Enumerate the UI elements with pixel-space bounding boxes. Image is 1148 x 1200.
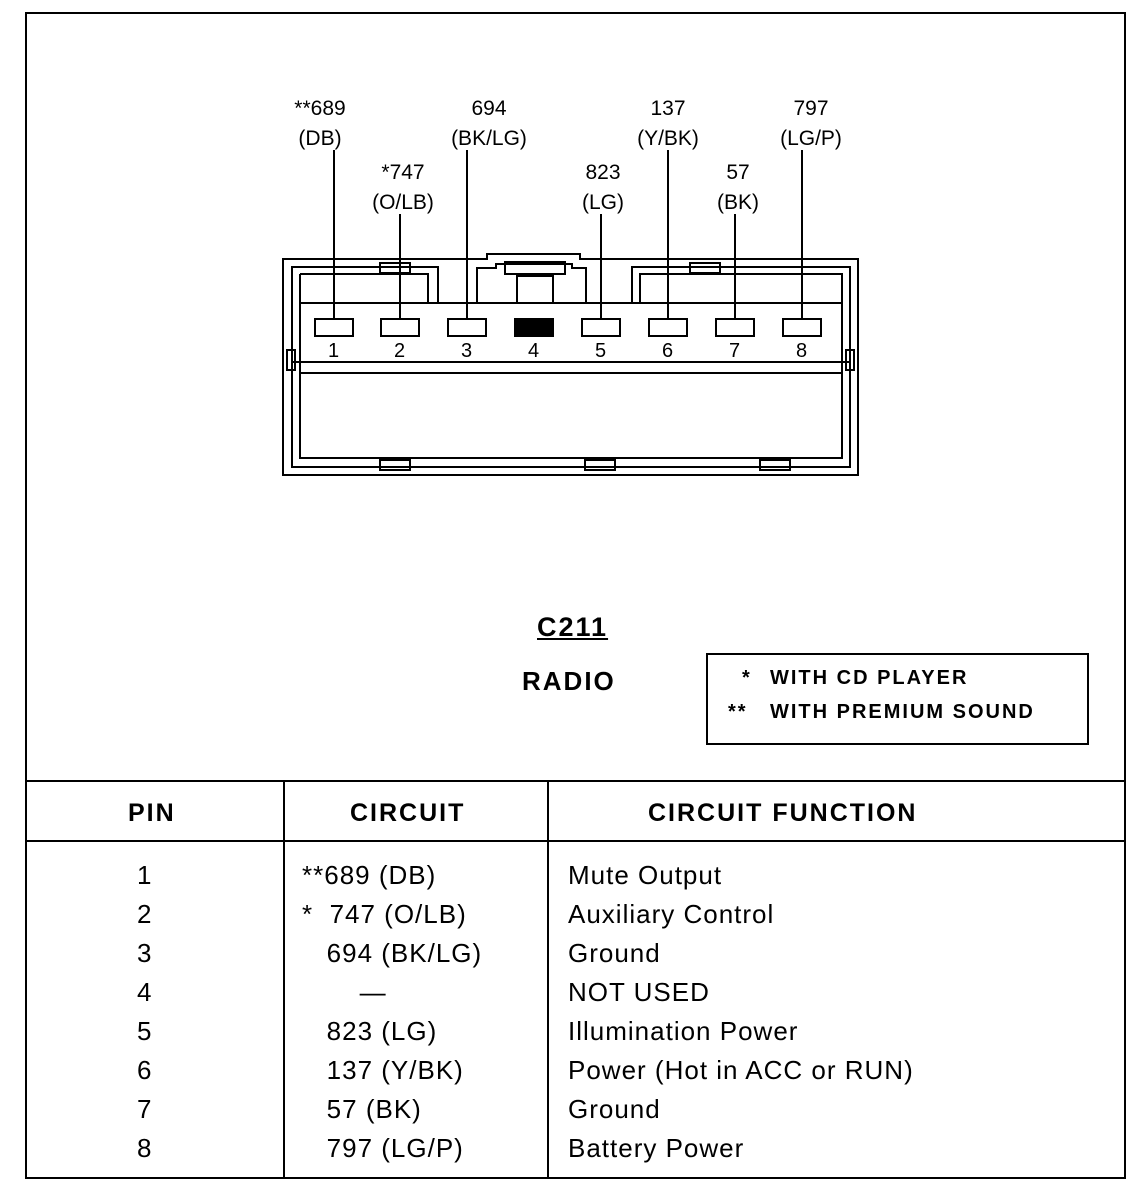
header-circuit-function: CIRCUIT FUNCTION [648,799,918,827]
legend-item: ** WITH PREMIUM SOUND [728,701,1035,724]
wire-circuit-label: **689 [294,97,345,120]
legend-mark: * [742,667,752,689]
circuit-cell: * 747 (O/LB) [302,899,467,929]
function-cell: Auxiliary Control [568,899,775,929]
wire-circuit-label: 694 [471,97,506,120]
table-header-divider [25,840,1126,842]
pin-terminal [447,318,487,337]
legend-mark: ** [728,701,748,723]
pin-cell: 1 [137,860,153,890]
header-pin: PIN [128,799,176,827]
pin-cell: 6 [137,1055,153,1085]
legend-text: WITH CD PLAYER [770,667,969,689]
table-border-top [25,780,1126,782]
header-circuit: CIRCUIT [350,799,466,827]
table-row: 7 57 (BK) Ground [25,1094,1126,1133]
connector-diagram: 1 2 3 4 5 6 7 8 **689 (DB) *747 (O/LB) 694 (BK/LG) 82… [282,97,859,476]
pin-terminal [314,318,354,337]
pin-number: 2 [394,340,405,362]
connector-name: RADIO [522,666,616,696]
table-row: 5 823 (LG) Illumination Power [25,1016,1126,1055]
pin-cell: 7 [137,1094,153,1124]
circuit-cell: 137 (Y/BK) [302,1055,464,1085]
wire-color-label: (BK) [717,191,759,214]
column-divider [283,780,285,1179]
pin-number: 4 [528,340,539,362]
wire-color-label: (DB) [298,127,341,150]
pin-cell: 5 [137,1016,153,1046]
circuit-cell: 57 (BK) [302,1094,422,1124]
pin-terminal [380,318,420,337]
pin-cell: 2 [137,899,153,929]
wire-leads [333,150,803,319]
table-row: 4 — NOT USED [25,977,1126,1016]
legend-text: WITH PREMIUM SOUND [770,701,1035,723]
pin-terminal [581,318,621,337]
pin-terminal [715,318,755,337]
function-cell: Ground [568,1094,661,1124]
function-cell: NOT USED [568,977,710,1007]
pin-number: 8 [796,340,807,362]
pin-cell: 4 [137,977,153,1007]
function-cell: Illumination Power [568,1016,799,1046]
wire-circuit-label: 823 [585,161,620,184]
pin-cell: 8 [137,1133,153,1163]
pin-number: 1 [328,340,339,362]
wire-circuit-label: *747 [381,161,424,184]
pin-number: 7 [729,340,740,362]
pin-terminal [514,318,554,337]
wire-labels: **689 (DB) *747 (O/LB) 694 (BK/LG) 823 (LG) 137 (… [294,97,842,214]
diagram-frame [25,12,1126,1179]
pin-terminals: 1 2 3 4 5 6 7 8 [314,318,822,362]
function-cell: Ground [568,938,661,968]
legend-box: * WITH CD PLAYER ** WITH PREMIUM SOUND [706,653,1089,745]
function-cell: Power (Hot in ACC or RUN) [568,1055,914,1085]
connector-id: C211 [537,612,609,642]
table-row: 1 **689 (DB) Mute Output [25,860,1126,899]
legend-item: * WITH CD PLAYER [728,667,968,690]
connector-housing [282,253,859,476]
wire-color-label: (LG/P) [780,127,842,150]
circuit-cell: **689 (DB) [302,860,437,890]
pin-terminal [648,318,688,337]
pin-number: 3 [461,340,472,362]
wire-color-label: (Y/BK) [637,127,699,150]
circuit-cell: 694 (BK/LG) [302,938,483,968]
table-row: 8 797 (LG/P) Battery Power [25,1133,1126,1172]
table-row: 3 694 (BK/LG) Ground [25,938,1126,977]
function-cell: Mute Output [568,860,723,890]
function-cell: Battery Power [568,1133,745,1163]
circuit-cell: — [302,977,387,1007]
table-row: 6 137 (Y/BK) Power (Hot in ACC or RUN) [25,1055,1126,1094]
wire-color-label: (O/LB) [372,191,434,214]
pin-number: 5 [595,340,606,362]
pinout-table: PIN CIRCUIT CIRCUIT FUNCTION 1 **689 (DB)… [25,780,1126,1179]
wire-color-label: (BK/LG) [451,127,527,150]
pin-cell: 3 [137,938,153,968]
wire-circuit-label: 57 [726,161,749,184]
circuit-cell: 823 (LG) [302,1016,438,1046]
circuit-cell: 797 (LG/P) [302,1133,464,1163]
wire-circuit-label: 797 [793,97,828,120]
pin-number: 6 [662,340,673,362]
pin-terminal [782,318,822,337]
wire-color-label: (LG) [582,191,624,214]
column-divider [547,780,549,1179]
wire-circuit-label: 137 [650,97,685,120]
table-row: 2 * 747 (O/LB) Auxiliary Control [25,899,1126,938]
